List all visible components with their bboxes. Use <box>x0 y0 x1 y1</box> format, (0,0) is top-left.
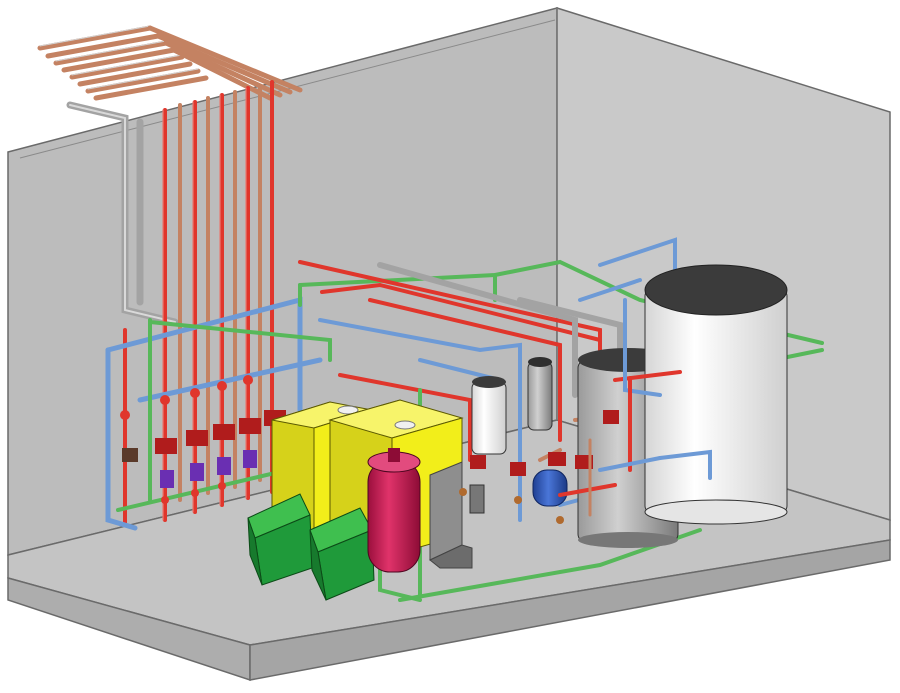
floor-right-edge <box>249 539 891 681</box>
burner-right <box>309 507 375 601</box>
expansion-vessel <box>367 448 421 573</box>
foreground-pipes <box>558 298 712 517</box>
small-tank-grey <box>527 357 553 431</box>
storage-tank-white <box>644 264 788 525</box>
control-panel <box>429 461 485 569</box>
heating-circuits <box>105 80 332 531</box>
burner-left <box>247 493 313 586</box>
manifold-pipes <box>37 25 303 326</box>
small-tank-white <box>471 376 507 455</box>
